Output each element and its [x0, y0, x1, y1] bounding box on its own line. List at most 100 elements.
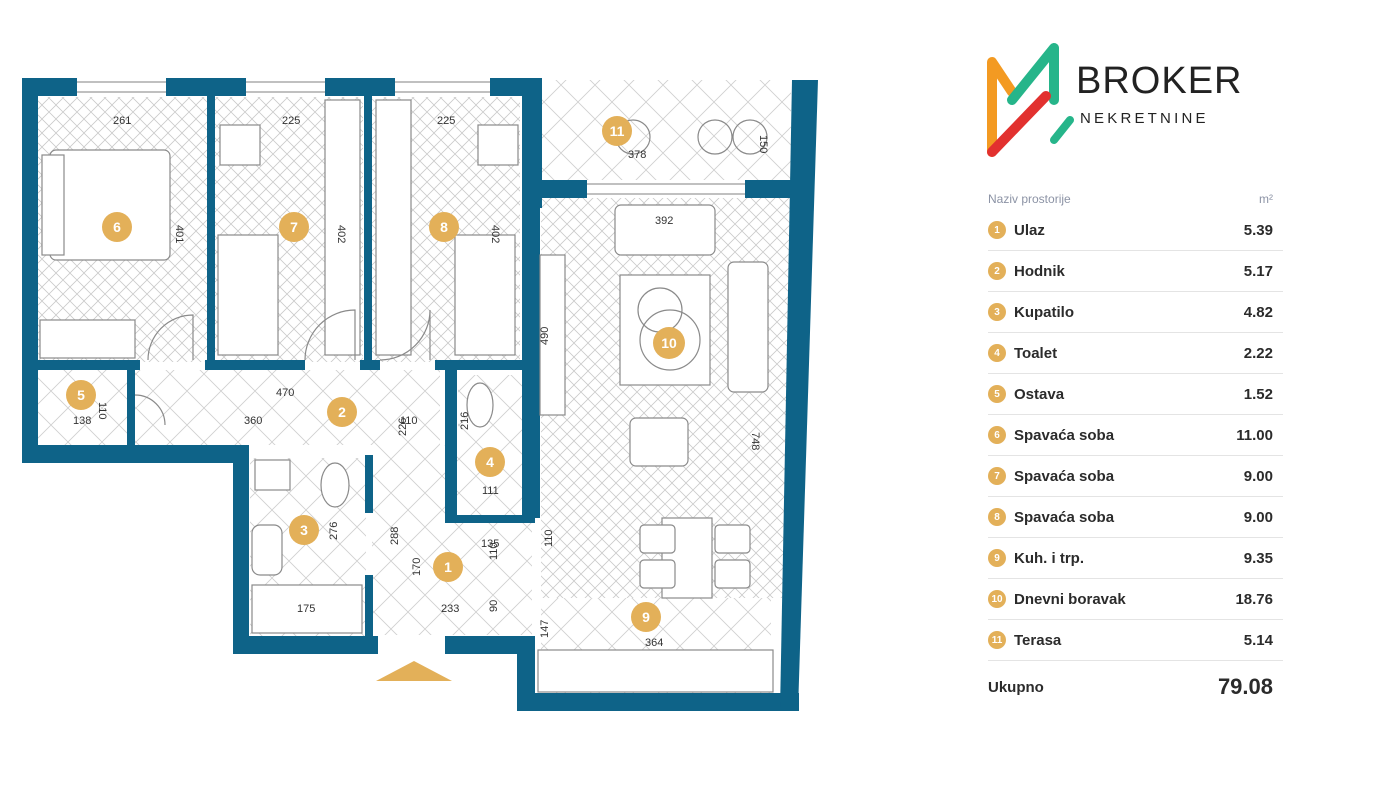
room-name: Ulaz	[1014, 221, 1045, 239]
room-number-badge: 7	[988, 467, 1006, 485]
room-number-badge: 2	[988, 262, 1006, 280]
legend-row: 3 Kupatilo 4.82	[988, 292, 1283, 333]
room-area: 9.35	[1243, 549, 1273, 567]
svg-text:10: 10	[661, 335, 677, 351]
dim-label: 110	[96, 402, 108, 420]
dim-label: 110	[543, 529, 555, 547]
room-badge-2: 2	[327, 397, 357, 427]
brand-name: BROKER	[1076, 60, 1243, 102]
room-badge-1: 1	[433, 552, 463, 582]
dim-label: 288	[389, 527, 401, 545]
dim-label: 110	[400, 415, 418, 427]
room-badge-8: 8	[429, 212, 459, 242]
room-name: Dnevni boravak	[1014, 590, 1126, 608]
legend-header-unit: m²	[1259, 192, 1273, 206]
broker-logo-icon	[987, 43, 1074, 157]
legend-row: 6 Spavaća soba 11.00	[988, 415, 1283, 456]
room-badge-9: 9	[631, 602, 661, 632]
svg-text:3: 3	[300, 522, 308, 538]
legend-row: 7 Spavaća soba 9.00	[988, 456, 1283, 497]
room-area: 18.76	[1235, 590, 1273, 608]
room-area: 4.82	[1243, 303, 1273, 321]
svg-text:8: 8	[440, 219, 448, 235]
legend-total: Ukupno 79.08	[988, 661, 1283, 713]
svg-text:9: 9	[642, 609, 650, 625]
room-area: 5.39	[1243, 221, 1273, 239]
room-number-badge: 1	[988, 221, 1006, 239]
dim-label: 378	[628, 149, 646, 161]
room-number-badge: 9	[988, 549, 1006, 567]
room-area: 9.00	[1243, 508, 1273, 526]
dim-label: 402	[489, 225, 501, 243]
legend-row: 8 Spavaća soba 9.00	[988, 497, 1283, 538]
room-name: Hodnik	[1014, 262, 1065, 280]
svg-text:1: 1	[444, 559, 452, 575]
dim-label: 364	[645, 637, 663, 649]
dim-label: 150	[757, 135, 769, 153]
room-area: 5.14	[1243, 631, 1273, 649]
room-name: Spavaća soba	[1014, 467, 1115, 485]
legend-row: 1 Ulaz 5.39	[988, 210, 1283, 251]
dim-label: 110	[488, 542, 500, 560]
room-number-badge: 4	[988, 344, 1006, 362]
room-badge-7: 7	[279, 212, 309, 242]
dim-label: 147	[539, 620, 551, 638]
room-badge-10: 10	[653, 327, 685, 359]
furniture	[39, 99, 774, 693]
room-name: Ostava	[1014, 385, 1065, 403]
room-badge-11: 11	[602, 116, 632, 146]
brand-tagline: NEKRETNINE	[1080, 110, 1209, 127]
legend-header: Naziv prostorije m²	[988, 188, 1283, 210]
room-badge-6: 6	[102, 212, 132, 242]
room-number-badge: 5	[988, 385, 1006, 403]
room-name: Spavaća soba	[1014, 426, 1115, 444]
room-area: 11.00	[1236, 426, 1273, 444]
dim-label: 402	[335, 225, 347, 243]
room-name: Terasa	[1014, 631, 1062, 649]
room-name: Kuh. i trp.	[1014, 549, 1084, 567]
legend-row: 10 Dnevni boravak 18.76	[988, 579, 1283, 620]
room-name: Kupatilo	[1014, 303, 1074, 321]
room-number-badge: 10	[988, 590, 1006, 608]
total-label: Ukupno	[988, 678, 1044, 696]
legend-header-name: Naziv prostorije	[988, 192, 1071, 206]
svg-text:4: 4	[486, 454, 494, 470]
room-number-badge: 11	[988, 631, 1006, 649]
dim-label: 216	[459, 412, 471, 430]
dim-label: 233	[441, 603, 459, 615]
total-value: 79.08	[1217, 674, 1273, 699]
dim-label: 135	[481, 538, 499, 550]
windows	[77, 81, 745, 195]
dim-label: 276	[328, 522, 340, 540]
dim-label: 138	[73, 415, 91, 427]
dim-label: 470	[276, 387, 294, 399]
dim-label: 490	[539, 327, 551, 345]
room-number-badge: 8	[988, 508, 1006, 526]
dim-label: 170	[411, 558, 423, 576]
walls	[22, 78, 818, 711]
room-badge-3: 3	[289, 515, 319, 545]
dim-label: 226	[397, 418, 409, 436]
dim-label: 225	[282, 115, 300, 127]
legend-row: 11 Terasa 5.14	[988, 620, 1283, 661]
svg-text:6: 6	[113, 219, 121, 235]
svg-text:2: 2	[338, 404, 346, 420]
room-number-badge: 3	[988, 303, 1006, 321]
floor-plan: 261 225 225 378 150 392 401 402 402 490 …	[22, 78, 818, 711]
room-name: Spavaća soba	[1014, 508, 1115, 526]
dim-label: 392	[655, 215, 673, 227]
room-badge-5: 5	[66, 380, 96, 410]
room-number-badge: 6	[988, 426, 1006, 444]
svg-text:7: 7	[290, 219, 298, 235]
dim-label: 225	[437, 115, 455, 127]
dim-label: 360	[244, 415, 262, 427]
entrance-arrow	[376, 661, 452, 681]
dim-label: 90	[488, 600, 500, 612]
room-badges: 1 2 3 4 5 6 7 8 9 10 11	[66, 116, 685, 632]
room-area: 9.00	[1243, 467, 1273, 485]
dim-label: 748	[749, 432, 761, 450]
